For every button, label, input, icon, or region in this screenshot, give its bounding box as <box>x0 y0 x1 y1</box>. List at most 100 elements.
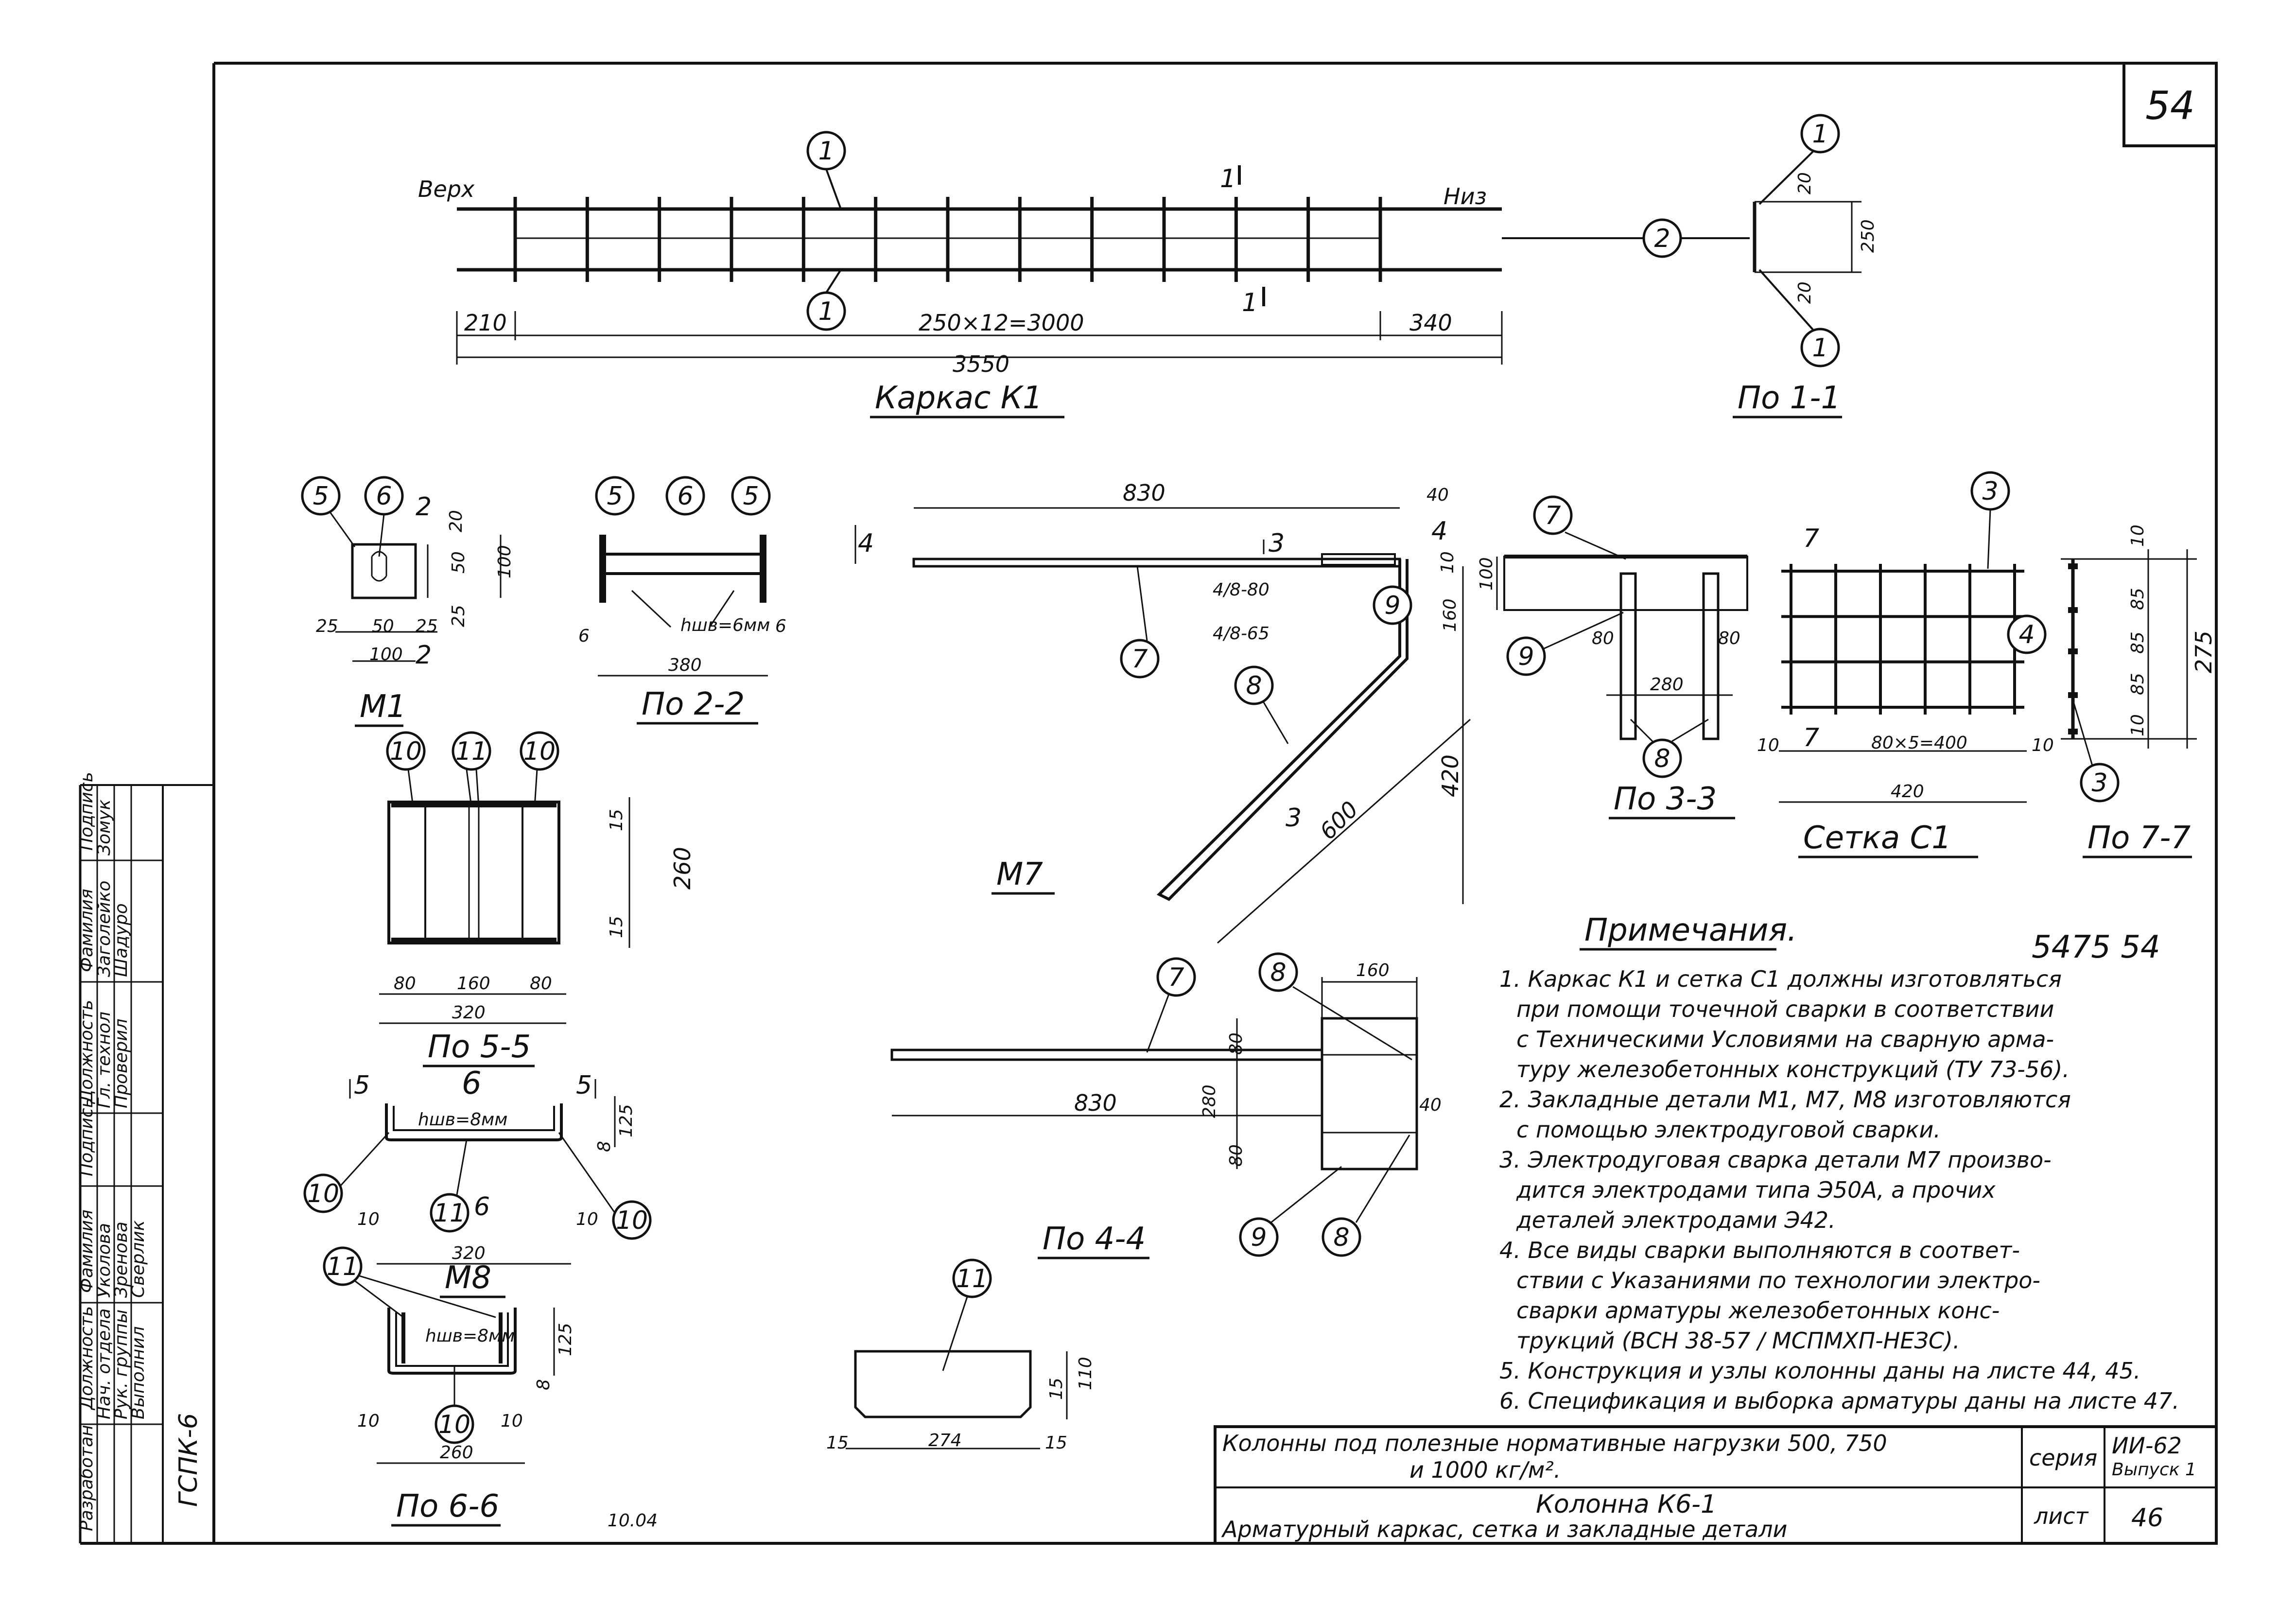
seria-value: ИИ-62 <box>2112 1432 2182 1459</box>
note-line: с помощью электродуговой сварки. <box>1516 1117 1941 1143</box>
row1-name: Уколова <box>94 1223 114 1298</box>
m7-d40: 40 <box>1426 485 1449 505</box>
frame-stamp-text: Разработан ГСПК-6 Должность Фамилия Подп… <box>77 772 203 1531</box>
sec66-d260: 260 <box>440 1443 473 1463</box>
sec55-pos10-left: 10 <box>390 737 422 766</box>
m1-d100: 100 <box>495 545 515 578</box>
section-2-2: 5 6 5 hшв=6мм 6 6 380 По 2-2 <box>578 476 786 725</box>
title-block: Колонны под полезные нормативные нагрузк… <box>1214 1425 2218 1545</box>
d11-d110: 110 <box>1076 1357 1096 1390</box>
karkas-dim-mid: 250×12=3000 <box>919 310 1084 336</box>
sec11-pos1-top: 1 <box>1812 120 1828 149</box>
column-subname: Арматурный каркас, сетка и закладные дет… <box>1221 1516 1787 1542</box>
seria-label: серия <box>2029 1445 2097 1471</box>
m1-d20: 20 <box>446 510 466 532</box>
m1-mark2-top: 2 <box>416 492 432 522</box>
d11-d15l: 15 <box>826 1433 849 1453</box>
section-6-6: hшв=8мм 11 10 125 8 10 10 260 По 6-6 <box>323 1246 575 1527</box>
row1-pos2: Гл. технол <box>94 1012 114 1108</box>
setka-pos3: 3 <box>1982 477 1998 506</box>
note-line: с Техническими Условиями на сварную арма… <box>1516 1026 2054 1052</box>
small-stamp: 5475 54 <box>2032 929 2160 965</box>
m8-d10r: 10 <box>576 1209 598 1229</box>
col-header-4: Должность <box>77 1000 97 1104</box>
m7-d160: 160 <box>1440 598 1460 632</box>
sec66-d8: 8 <box>534 1379 554 1390</box>
sec44-pos8-bottom: 8 <box>1333 1223 1349 1252</box>
m8-mark5-left: 5 <box>354 1071 370 1100</box>
list-value: 46 <box>2131 1503 2163 1533</box>
karkas-pos2: 2 <box>1654 224 1670 253</box>
m1-pos5: 5 <box>313 482 329 511</box>
note-line: 4. Все виды сварки выполняются в соответ… <box>1499 1237 2020 1263</box>
karkas-left-label: Верх <box>418 176 475 202</box>
sec55-title: По 5-5 <box>428 1029 531 1065</box>
sec22-pos5-right: 5 <box>743 482 759 511</box>
sec77-d10b: 10 <box>2128 714 2148 736</box>
section-7-7: 10 85 85 85 10 275 3 По 7-7 <box>2061 524 2217 858</box>
section-4-4: 160 80 280 80 40 830 7 8 9 8 По 4-4 <box>890 952 1442 1259</box>
title-line1: Колонны под полезные нормативные нагрузк… <box>1222 1430 1887 1456</box>
sec44-pos9: 9 <box>1251 1223 1267 1252</box>
sec11-d2: 250 <box>1858 219 1878 253</box>
m1-d50b: 50 <box>372 616 394 636</box>
m7-pos7: 7 <box>1131 645 1148 674</box>
sec33-pos8: 8 <box>1654 744 1670 773</box>
sheet-number: 54 <box>2145 83 2195 128</box>
m1-title: М1 <box>360 689 406 725</box>
note-line: 5. Конструкция и узлы колонны даны на ли… <box>1499 1358 2140 1384</box>
setka-d-mid: 80×5=400 <box>1871 733 1967 753</box>
org-code: ГСПК-6 <box>174 1413 203 1507</box>
m8-pos10-right: 10 <box>616 1206 648 1235</box>
section-mark-top: 1 <box>1220 164 1236 193</box>
setka-mark-top: 7 <box>1803 524 1819 553</box>
note-line: туру железобетонных конструкций (ТУ 73-5… <box>1516 1056 2070 1083</box>
m8-title: М8 <box>445 1260 491 1296</box>
row2-name2: Шадуро <box>111 903 131 977</box>
row3-name: Сверлик <box>128 1220 148 1298</box>
sec66-pos10: 10 <box>438 1410 470 1439</box>
sec44-d80t: 80 <box>1226 1032 1246 1055</box>
m1-d25: 25 <box>449 605 469 627</box>
d11-d15r: 15 <box>1045 1433 1067 1453</box>
m8-mark6-bottom: 6 <box>474 1192 490 1222</box>
developed-by-label: Разработан <box>77 1425 97 1531</box>
note-line: деталей электродами Э42. <box>1516 1207 1836 1233</box>
sec44-d40: 40 <box>1419 1095 1442 1115</box>
sec44-d280: 280 <box>1200 1084 1219 1118</box>
col-header-6: Подпись <box>77 772 97 851</box>
sec55-pos10-right: 10 <box>523 737 556 766</box>
sec66-d10r: 10 <box>501 1411 523 1431</box>
m8-d10l: 10 <box>357 1209 380 1229</box>
sec55-d15b: 15 <box>607 916 626 938</box>
d11-d15: 15 <box>1046 1378 1066 1400</box>
karkas-pos1-top: 1 <box>818 137 834 166</box>
sec33-d280: 280 <box>1650 675 1684 695</box>
setka-title: Сетка С1 <box>1803 820 1951 856</box>
sec33-d80r: 80 <box>1718 629 1740 648</box>
note-line: ствии с Указаниями по технологии электро… <box>1516 1267 2040 1293</box>
row3-pos: Выполнил <box>128 1326 148 1419</box>
sec55-d80r: 80 <box>530 974 552 994</box>
detail-m8: 5 6 5 hшв=8мм 125 8 10 11 6 10 10 10 320… <box>303 1066 652 1298</box>
sec22-pos5-left: 5 <box>607 482 623 511</box>
m8-mark6-top: 6 <box>462 1066 482 1101</box>
m8-mark5-right: 5 <box>576 1071 592 1100</box>
sec11-d1: 20 <box>1795 172 1815 194</box>
sec55-d160: 160 <box>457 974 490 994</box>
sec66-d125: 125 <box>556 1323 575 1356</box>
m7-d10: 10 <box>1438 551 1458 574</box>
m1-d50: 50 <box>449 551 469 574</box>
setka-c1: 7 7 3 4 10 80×5=400 10 420 Сетка С1 <box>1757 471 2054 858</box>
m8-weld: hшв=8мм <box>418 1110 507 1130</box>
m7-d420: 420 <box>1437 754 1463 797</box>
col-header-5: Фамилия <box>77 889 97 972</box>
notes: Примечания. 5475 54 1. Каркас К1 и сетка… <box>1499 912 2179 1414</box>
m7-title: М7 <box>996 856 1043 892</box>
sheet-number-box: 54 <box>2122 62 2218 147</box>
issue: Выпуск 1 <box>2112 1460 2196 1480</box>
row2-name: Зренова <box>111 1222 131 1298</box>
note-line: 1. Каркас К1 и сетка С1 должны изготовля… <box>1499 966 2062 992</box>
